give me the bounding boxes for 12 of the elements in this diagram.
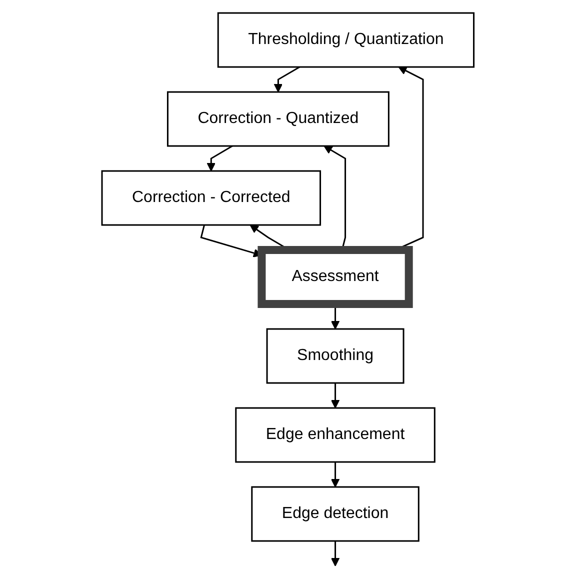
node-box: Smoothing xyxy=(266,328,404,384)
arrow xyxy=(330,383,340,408)
node-box: Correction - Quantized xyxy=(167,91,390,147)
node-box: Edge enhancement xyxy=(235,407,436,463)
arrow xyxy=(330,540,340,566)
arrow xyxy=(330,462,340,488)
node-box: Edge detection xyxy=(251,486,420,542)
node-box: Assessment xyxy=(258,246,413,308)
node-box: Thresholding / Quantization xyxy=(217,12,475,68)
node-box: Correction - Corrected xyxy=(101,170,322,226)
arrow xyxy=(206,145,233,172)
arrow xyxy=(274,66,300,92)
